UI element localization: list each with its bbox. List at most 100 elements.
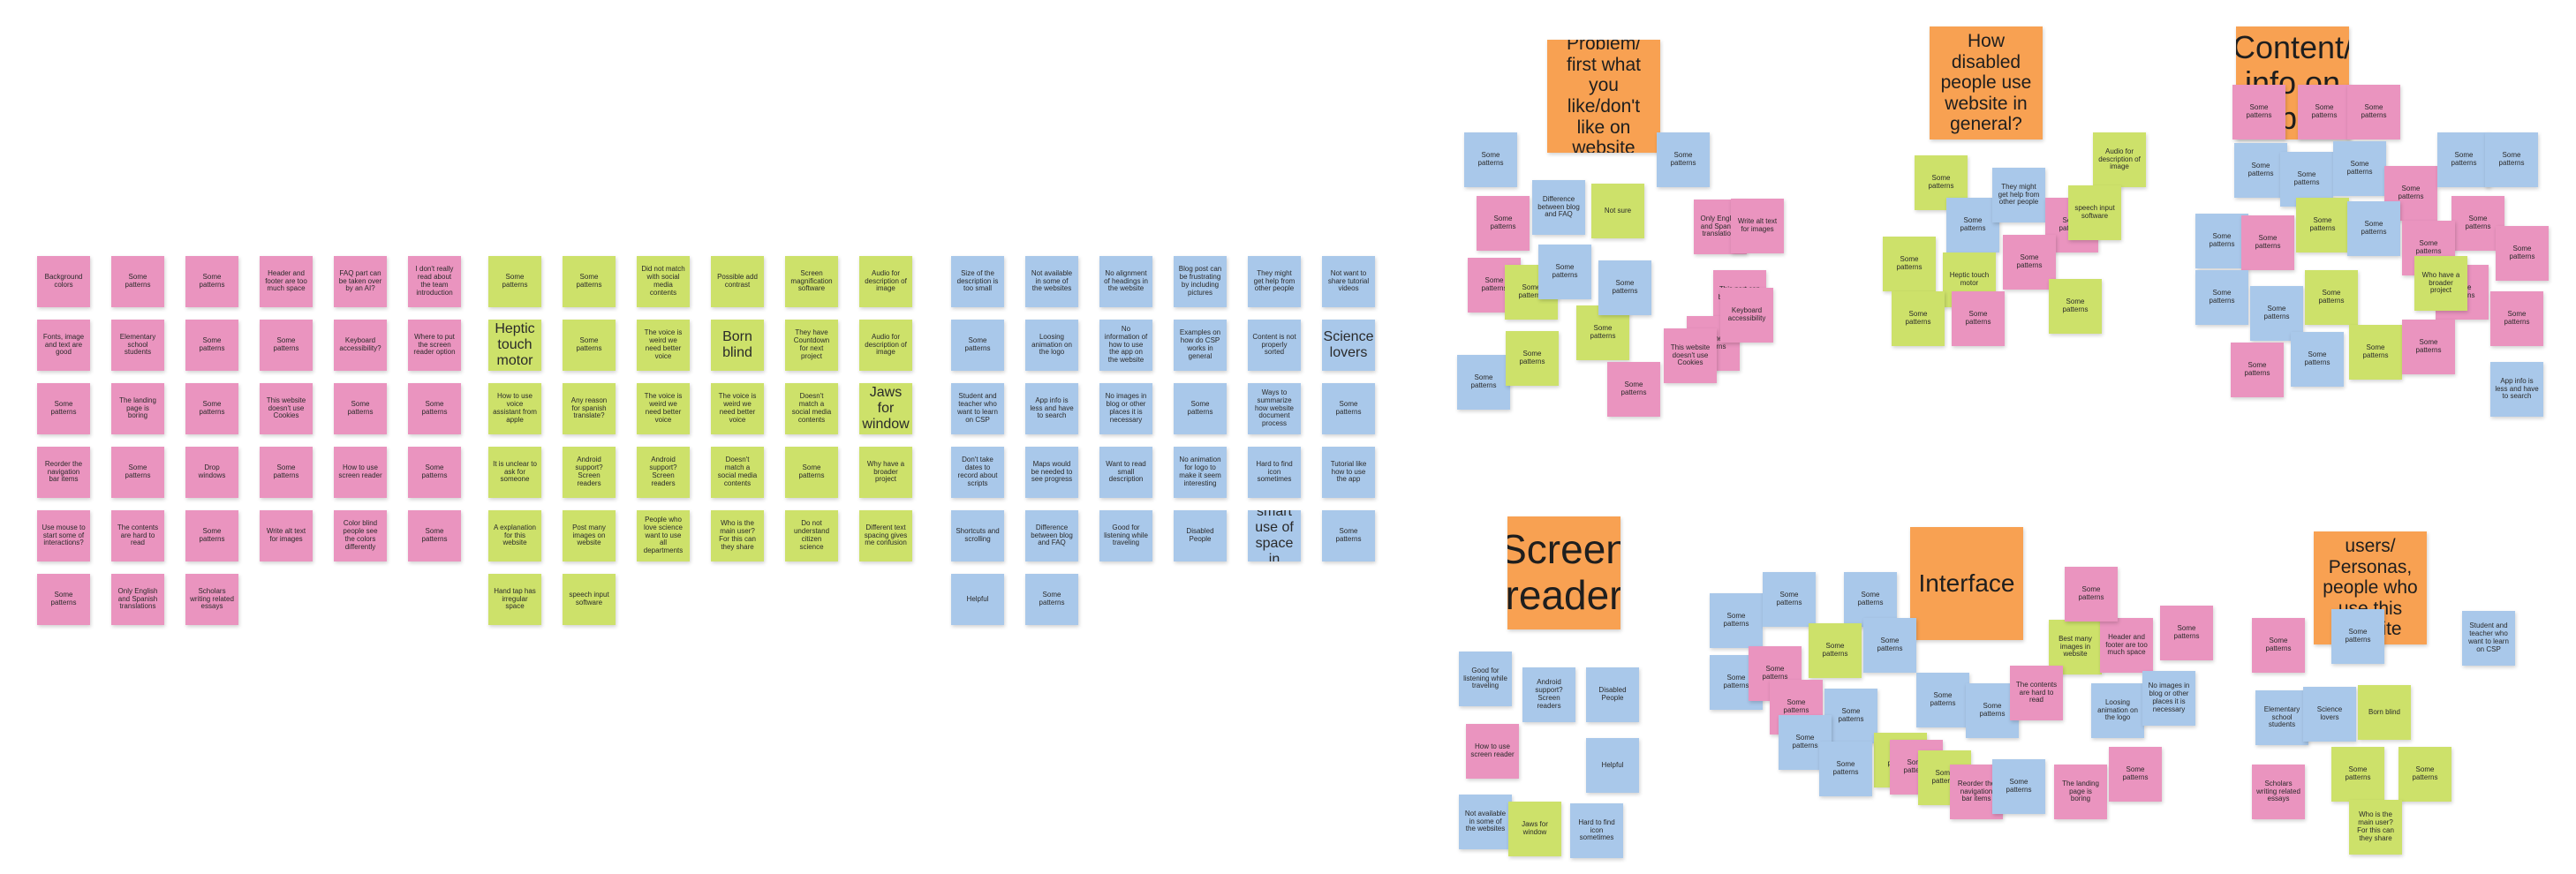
grid-green-note[interactable]: They have Countdown for next project [785, 320, 838, 371]
grid-pink-note[interactable]: Use mouse to start some of interactions? [37, 510, 90, 561]
cluster6-note[interactable]: Born blind [2358, 685, 2411, 740]
grid-pink-note[interactable]: Some patterns [408, 510, 461, 561]
cluster3-note[interactable]: Some patterns [2305, 270, 2358, 325]
cluster6-note[interactable]: Science lovers [2303, 687, 2356, 742]
grid-blue-note[interactable]: Maps would be needed to see progress [1025, 447, 1078, 498]
cluster6-note[interactable]: Some patterns [2331, 747, 2384, 802]
cluster6-note[interactable]: Some patterns [2331, 609, 2384, 664]
grid-pink-note[interactable]: Some patterns [37, 574, 90, 625]
grid-green-note[interactable]: Who is the main user? For this can they … [711, 510, 764, 561]
cluster6-note[interactable]: Who is the main user? For this can they … [2349, 800, 2402, 855]
grid-green-note[interactable]: Android support? Screen readers [563, 447, 616, 498]
grid-green-note[interactable]: Possible add contrast [711, 256, 764, 307]
cluster1-note[interactable]: Keyboard accessibility [1720, 288, 1773, 343]
grid-green-note[interactable]: The voice is weird we need better voice [711, 383, 764, 434]
grid-green-note[interactable]: Why have a broader project [859, 447, 912, 498]
grid-blue-note[interactable]: Disabled People [1174, 510, 1227, 561]
grid-green-note[interactable]: Some patterns [563, 320, 616, 371]
cluster5-note[interactable]: Some patterns [1763, 572, 1816, 627]
grid-pink-note[interactable]: Elementary school students [111, 320, 164, 371]
cluster5-note[interactable]: Some patterns [2065, 567, 2118, 622]
grid-blue-note[interactable]: Want to read small description [1099, 447, 1152, 498]
cluster1-note[interactable]: Some patterns [1457, 355, 1510, 410]
cluster1-note[interactable]: Some patterns [1506, 331, 1559, 386]
grid-pink-note[interactable]: Header and footer are too much space [260, 256, 313, 307]
cluster5-note[interactable]: Some patterns [1824, 689, 1877, 743]
cluster5-note[interactable]: The landing page is boring [2054, 765, 2107, 819]
grid-blue-note[interactable]: No animation for logo to make it seem in… [1174, 447, 1227, 498]
cluster2-note[interactable]: Some patterns [1915, 155, 1968, 210]
cluster5-note[interactable]: Some patterns [2109, 747, 2162, 802]
grid-pink-note[interactable]: Drop windows [185, 447, 238, 498]
grid-blue-note[interactable]: Ways to summarize how website document p… [1248, 383, 1301, 434]
cluster3-note[interactable]: Some patterns [2347, 85, 2400, 139]
cluster-header[interactable]: Problem/ first what you like/don't like … [1547, 40, 1660, 153]
grid-green-note[interactable]: Some patterns [488, 256, 541, 307]
grid-pink-note[interactable]: The landing page is boring [111, 383, 164, 434]
grid-green-note[interactable]: Hand tap has irregular space [488, 574, 541, 625]
grid-pink-note[interactable]: Some patterns [260, 320, 313, 371]
cluster5-note[interactable]: Some patterns [1710, 593, 1763, 648]
grid-blue-note[interactable]: Not want to share tutorial videos [1322, 256, 1375, 307]
grid-pink-note[interactable]: Some patterns [185, 510, 238, 561]
cluster2-note[interactable]: Some patterns [1892, 291, 1945, 346]
cluster5-note[interactable]: Some patterns [1844, 572, 1897, 627]
grid-pink-note[interactable]: Some patterns [111, 256, 164, 307]
cluster5-note[interactable]: Some patterns [1863, 618, 1916, 673]
grid-blue-note[interactable]: Good for listening while traveling [1099, 510, 1152, 561]
cluster2-note[interactable]: Some patterns [2003, 235, 2056, 290]
grid-pink-note[interactable]: Color blind people see the colors differ… [334, 510, 387, 561]
grid-pink-note[interactable]: How to use screen reader [334, 447, 387, 498]
cluster3-note[interactable]: Some patterns [2496, 226, 2549, 281]
grid-pink-note[interactable]: Some patterns [408, 383, 461, 434]
cluster3-note[interactable]: Some patterns [2298, 85, 2351, 139]
grid-green-note[interactable]: It is unclear to ask for someone [488, 447, 541, 498]
cluster1-note[interactable]: Some patterns [1598, 260, 1651, 315]
grid-blue-note[interactable]: Shortcuts and scrolling [951, 510, 1004, 561]
grid-blue-note[interactable]: Content is not properly sorted [1248, 320, 1301, 371]
grid-green-note[interactable]: How to use voice assistant from apple [488, 383, 541, 434]
cluster-header[interactable]: Interface [1910, 527, 2023, 640]
grid-blue-note[interactable]: Helpful [951, 574, 1004, 625]
grid-green-note[interactable]: Did not match with social media contents [637, 256, 690, 307]
grid-pink-note[interactable]: Some patterns [185, 256, 238, 307]
grid-blue-note[interactable]: They might get help from other people [1248, 256, 1301, 307]
cluster3-note[interactable]: Some patterns [2349, 325, 2402, 380]
cluster3-note[interactable]: App info is less and have to search [2490, 362, 2543, 417]
cluster5-note[interactable]: The contents are hard to read [2010, 666, 2063, 720]
grid-blue-note[interactable]: Examples on how do CSP works in general [1174, 320, 1227, 371]
cluster1-note[interactable]: Difference between blog and FAQ [1532, 180, 1585, 235]
cluster6-note[interactable]: Some patterns [2252, 618, 2305, 673]
cluster2-note[interactable]: Some patterns [2049, 279, 2102, 334]
grid-pink-note[interactable]: FAQ part can be taken over by an AI? [334, 256, 387, 307]
grid-pink-note[interactable]: This website doesn't use Cookies [260, 383, 313, 434]
grid-green-note[interactable]: Jaws for window [859, 383, 912, 434]
grid-green-note[interactable]: Born blind [711, 320, 764, 371]
cluster2-note[interactable]: Some patterns [1952, 291, 2005, 346]
cluster3-note[interactable]: Some patterns [2485, 132, 2538, 187]
grid-blue-note[interactable]: Difference between blog and FAQ [1025, 510, 1078, 561]
grid-pink-note[interactable]: Some patterns [185, 383, 238, 434]
cluster3-note[interactable]: Some patterns [2296, 198, 2349, 252]
cluster1-note[interactable]: Some patterns [1538, 245, 1591, 299]
grid-green-note[interactable]: Doesn't match a social media contents [711, 447, 764, 498]
cluster3-note[interactable]: Some patterns [2333, 141, 2386, 196]
grid-blue-note[interactable]: Blog post can be frustrating by includin… [1174, 256, 1227, 307]
cluster4-note[interactable]: Hard to find icon sometimes [1570, 803, 1623, 858]
grid-blue-note[interactable]: Some patterns [951, 320, 1004, 371]
cluster3-note[interactable]: Some patterns [2291, 332, 2344, 387]
cluster4-note[interactable]: How to use screen reader [1466, 724, 1519, 779]
grid-pink-note[interactable]: Where to put the screen reader option [408, 320, 461, 371]
cluster1-note[interactable]: Write alt text for images [1731, 199, 1784, 253]
cluster3-note[interactable]: Some patterns [2195, 270, 2248, 325]
grid-pink-note[interactable]: Keyboard accessibility? [334, 320, 387, 371]
cluster2-note[interactable]: Some patterns [1946, 198, 1999, 252]
cluster3-note[interactable]: Some patterns [2234, 143, 2287, 198]
grid-pink-note[interactable]: Some patterns [408, 447, 461, 498]
cluster2-note[interactable]: Some patterns [1883, 237, 1936, 291]
grid-blue-note[interactable]: Not available in some of the websites [1025, 256, 1078, 307]
grid-blue-note[interactable]: No images in blog or other places it is … [1099, 383, 1152, 434]
cluster5-note[interactable]: Some patterns [2160, 606, 2213, 660]
cluster1-note[interactable]: Some patterns [1464, 132, 1517, 187]
cluster1-note[interactable]: Not sure [1591, 184, 1644, 238]
